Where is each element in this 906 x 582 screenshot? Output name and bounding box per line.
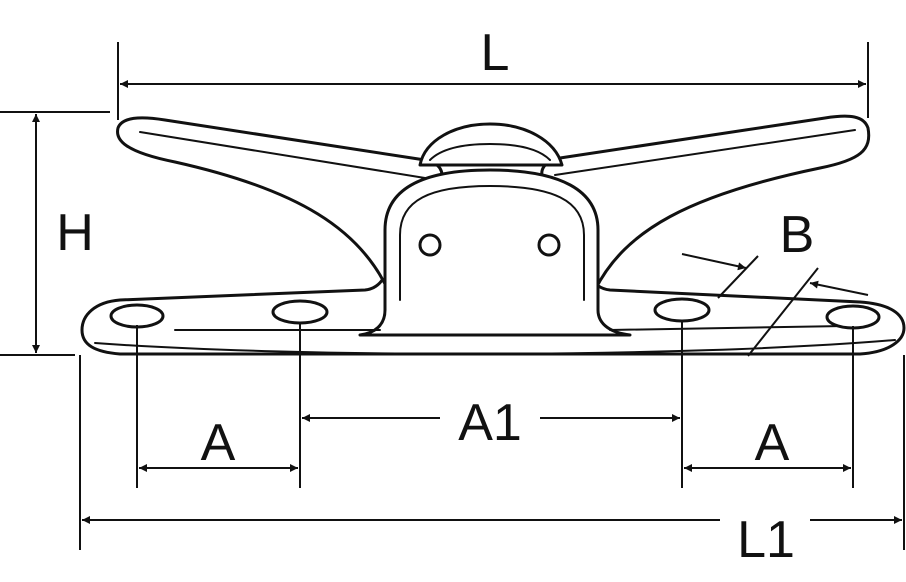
dimension-labels: L H B A A1 A L1: [56, 24, 814, 569]
label-A-left: A: [201, 414, 236, 472]
label-A1: A1: [458, 394, 522, 452]
rivet-right: [537, 233, 561, 257]
label-H: H: [56, 204, 94, 262]
rivet-left: [418, 233, 442, 257]
hole-4: [825, 304, 881, 330]
label-L: L: [481, 24, 510, 82]
hole-2: [271, 299, 329, 325]
cleat-details: [94, 129, 896, 355]
label-L1: L1: [737, 511, 795, 569]
hole-1: [109, 303, 165, 329]
hole-3: [653, 297, 711, 323]
dimension-lines: [0, 42, 905, 550]
center-upright: [358, 168, 632, 337]
label-B: B: [780, 206, 815, 264]
label-A-right: A: [755, 414, 790, 472]
